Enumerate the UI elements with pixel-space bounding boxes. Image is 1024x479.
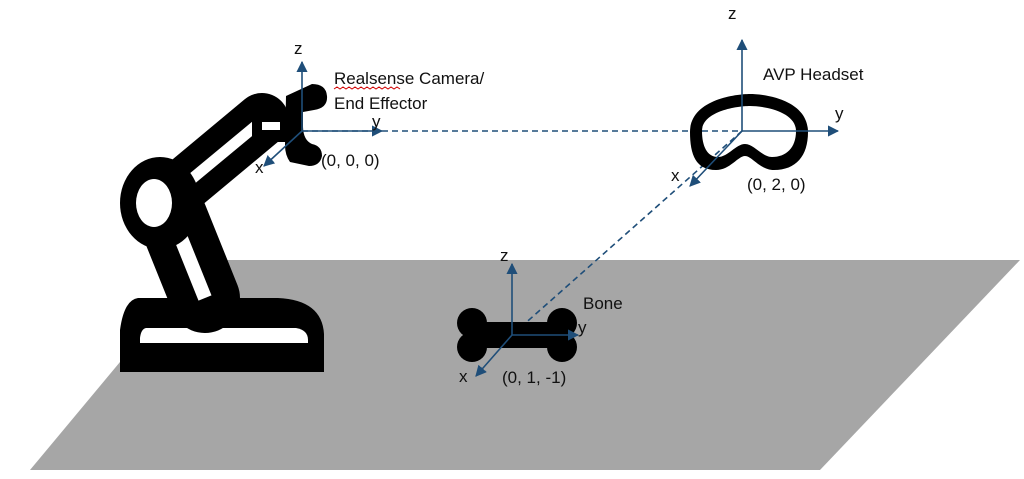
headset-x-label: x: [671, 166, 680, 185]
camera-y-label: y: [372, 112, 381, 131]
bone-x-axis: [475, 334, 513, 377]
bone-label: Bone: [583, 294, 623, 313]
robot-gripper: [285, 84, 328, 166]
spellcheck-underline: [333, 86, 401, 90]
camera-x-label: x: [255, 158, 264, 177]
camera-x-axis: [263, 130, 303, 167]
vr-headset-icon: [690, 94, 808, 170]
headset-label: AVP Headset: [763, 65, 864, 84]
camera-label-line2: End Effector: [334, 94, 428, 113]
robot-arm-icon: [120, 84, 328, 372]
headset-coords: (0, 2, 0): [747, 175, 806, 194]
bone-z-label: z: [500, 246, 509, 265]
camera-frame-axes: [263, 60, 384, 167]
robot-wrist-slot: [262, 122, 280, 130]
bone-coords: (0, 1, -1): [502, 368, 566, 387]
camera-z-label: z: [294, 39, 303, 58]
headset-frame-axes: [689, 38, 840, 187]
headset-z-label: z: [728, 4, 737, 23]
camera-label-line1: Realsense Camera/: [334, 69, 485, 88]
robot-base-slot: [140, 328, 308, 343]
bone-y-label: y: [578, 318, 587, 337]
bone-x-label: x: [459, 367, 468, 386]
headset-x-axis: [689, 130, 743, 187]
headset-y-label: y: [835, 104, 844, 123]
camera-coords: (0, 0, 0): [321, 151, 380, 170]
bone-frame-axes: [475, 262, 580, 377]
robot-elbow-joint-hole: [136, 179, 172, 227]
